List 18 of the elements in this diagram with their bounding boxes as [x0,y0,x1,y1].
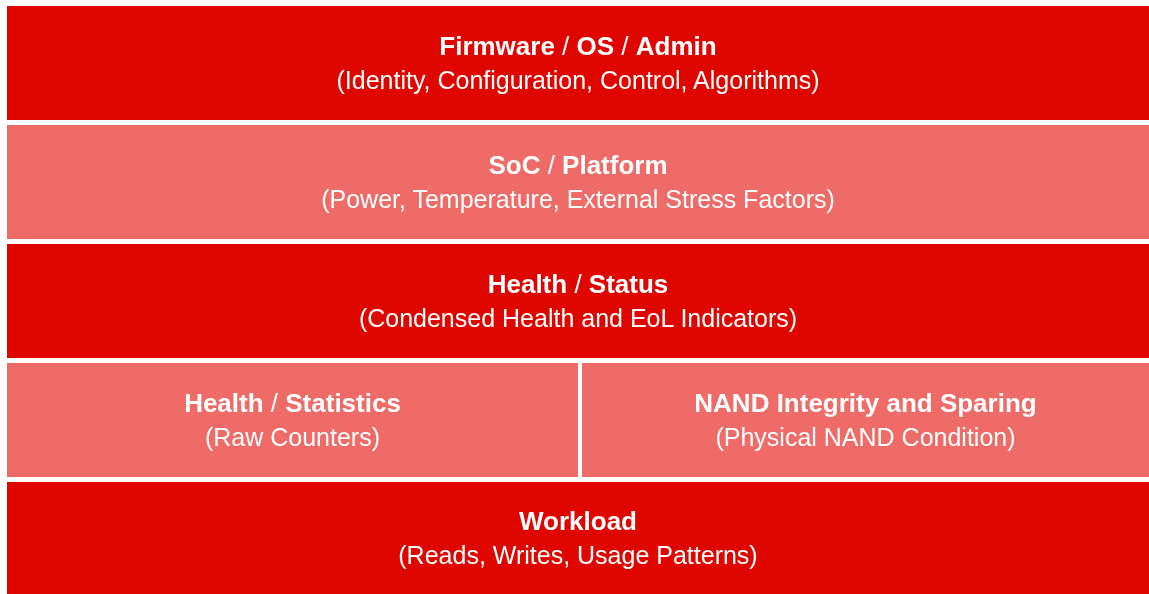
layer-description: (Reads, Writes, Usage Patterns) [398,540,758,571]
layer-title: Firmware / OS / Admin [439,30,717,63]
layer-description: (Condensed Health and EoL Indicators) [358,303,798,334]
layer-band [7,482,1149,594]
layer-description: (Raw Counters) [204,422,381,453]
layer-title: Workload [519,505,637,538]
layer-title: SoC / Platform [488,149,668,182]
layer-description: (Power, Temperature, External Stress Factors) [321,184,835,215]
layer-band [7,363,578,477]
layer-description: (Identity, Configuration, Control, Algorithms) [336,65,820,96]
layer-title: Health / Statistics [184,387,401,420]
layer-band [7,244,1149,358]
layer-description: (Physical NAND Condition) [715,422,1016,453]
layer-title: NAND Integrity and Sparing [694,387,1037,420]
layer-band [7,6,1149,120]
layer-band [582,363,1149,477]
layer-title: Health / Status [487,268,669,301]
layer-band [7,125,1149,239]
